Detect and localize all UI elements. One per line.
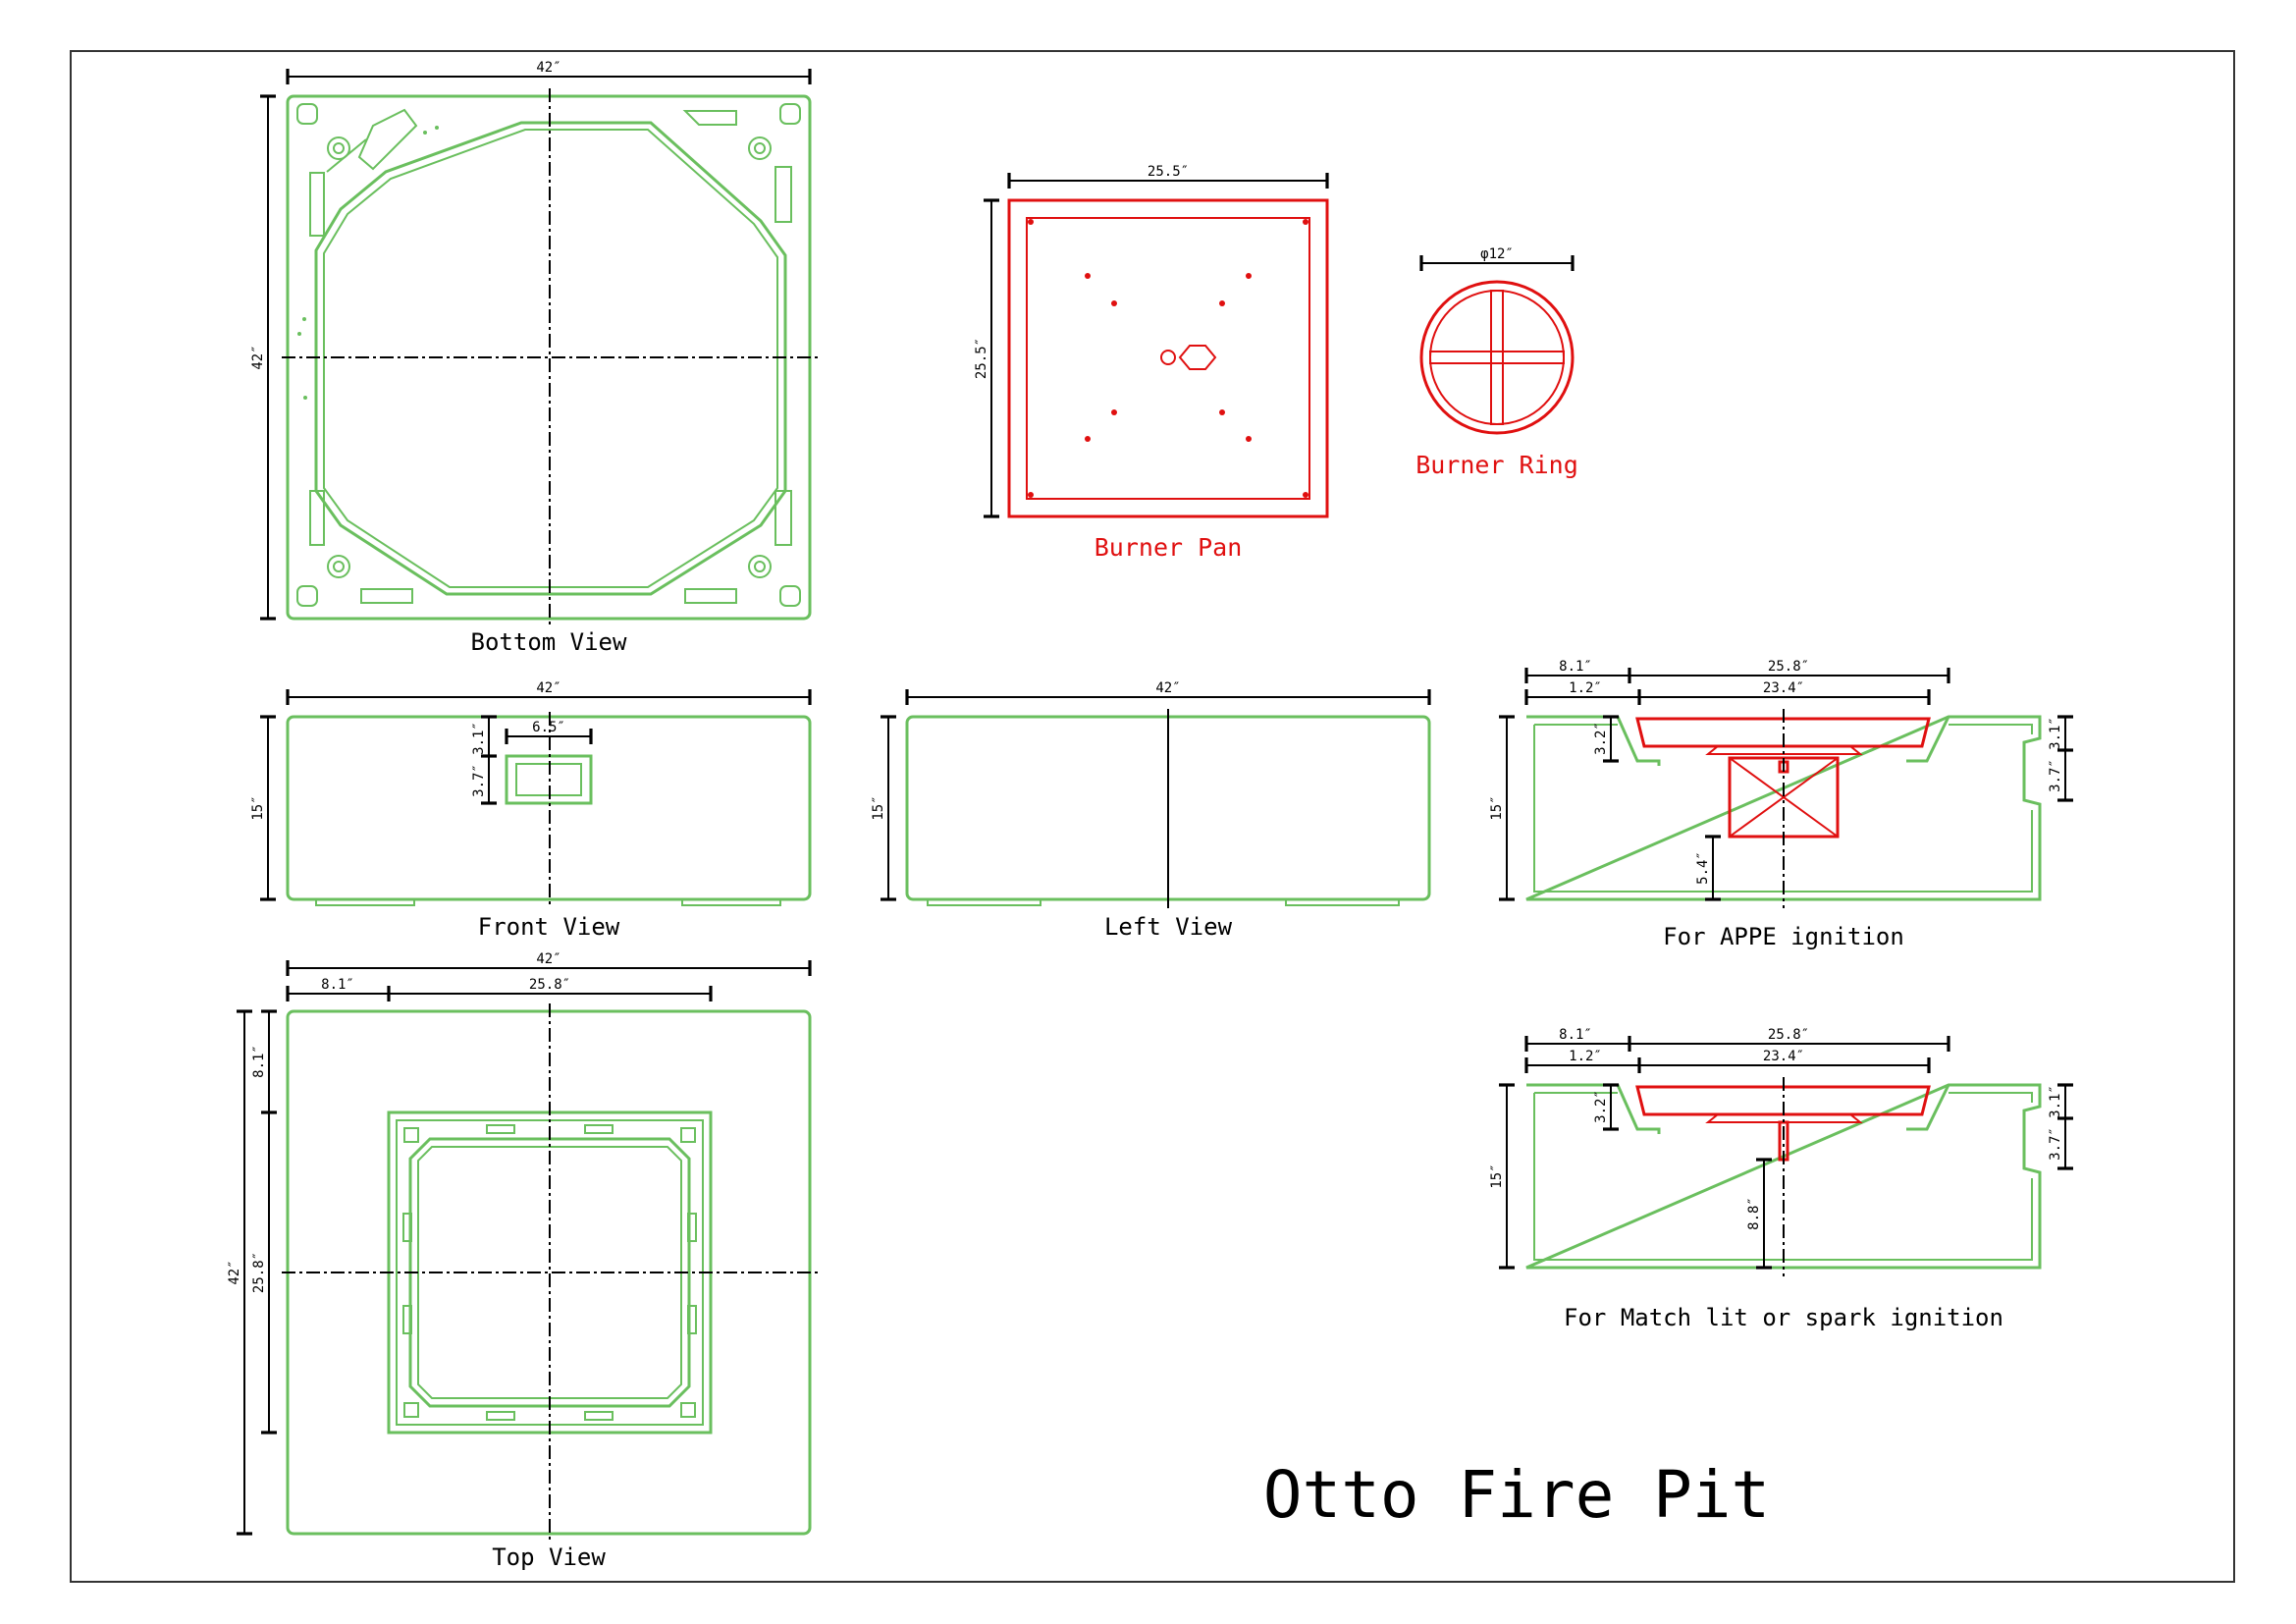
bottom-width-dim: 42″ — [536, 60, 561, 76]
pan-width-dim: 25.5″ — [1148, 164, 1189, 180]
front-view-label: Front View — [478, 913, 620, 941]
top-edge-v-dim: 8.1″ — [251, 1045, 267, 1078]
appe-valve-dim: 5.4″ — [1695, 851, 1711, 885]
match-pan-dim: 23.4″ — [1763, 1049, 1804, 1064]
top-edge-h-dim: 8.1″ — [321, 977, 354, 993]
sheet-border — [70, 50, 2235, 1583]
appe-pan-dim: 23.4″ — [1763, 680, 1804, 696]
bottom-height-dim: 42″ — [250, 345, 266, 369]
top-opening-h-dim: 25.8″ — [529, 977, 570, 993]
match-label: For Match lit or spark ignition — [1564, 1304, 2003, 1331]
top-view-label: Top View — [492, 1543, 606, 1571]
appe-label: For APPE ignition — [1663, 923, 1904, 950]
match-lip-dim: 1.2″ — [1569, 1049, 1602, 1064]
burner-pan-label: Burner Pan — [1095, 533, 1243, 562]
burner-pan: 25.5″ 25.5″ Burner Pan — [974, 164, 1329, 562]
burner-ring-label: Burner Ring — [1415, 451, 1578, 479]
match-edge-dim: 8.1″ — [1559, 1027, 1592, 1043]
front-height-dim: 15″ — [250, 795, 266, 820]
front-opening-width-dim: 6.5″ — [532, 720, 565, 735]
appe-depth-dim: 3.2″ — [1593, 722, 1609, 755]
left-view: 42″ 15″ Left View — [871, 680, 1431, 941]
burner-ring: φ12″ Burner Ring — [1415, 246, 1578, 479]
left-view-label: Left View — [1104, 913, 1233, 941]
top-opening-v-dim: 25.8″ — [251, 1252, 267, 1293]
match-opening-dim: 25.8″ — [1768, 1027, 1809, 1043]
bottom-view-label: Bottom View — [471, 628, 627, 656]
match-height-dim: 15″ — [1489, 1164, 1505, 1188]
appe-section: 8.1″ 25.8″ 1.2″ 23.4″ 15″ 3.2″ 5.4″ 3.1″… — [1489, 659, 2073, 950]
appe-side-hole-dim: 3.7″ — [2048, 759, 2063, 792]
match-section: 8.1″ 25.8″ 1.2″ 23.4″ 15″ 3.2″ 8.8″ 3.1″… — [1489, 1027, 2073, 1331]
match-valve-dim: 8.8″ — [1746, 1197, 1762, 1230]
match-side-hole-dim: 3.7″ — [2048, 1127, 2063, 1161]
top-width-dim: 42″ — [536, 951, 561, 967]
front-opening-top-dim: 3.1″ — [471, 722, 487, 755]
left-width-dim: 42″ — [1155, 680, 1180, 696]
bottom-view: 42″ 42″ Bottom View — [250, 60, 818, 656]
appe-lip-dim: 1.2″ — [1569, 680, 1602, 696]
match-side-top-dim: 3.1″ — [2048, 1085, 2063, 1118]
appe-side-top-dim: 3.1″ — [2048, 717, 2063, 750]
ring-diameter-dim: φ12″ — [1480, 246, 1514, 262]
front-view: 42″ 15″ 6.5″ 3.1″ 3.7″ Front View — [250, 680, 812, 941]
match-depth-dim: 3.2″ — [1593, 1090, 1609, 1123]
left-height-dim: 15″ — [871, 795, 886, 820]
appe-height-dim: 15″ — [1489, 795, 1505, 820]
front-opening-height-dim: 3.7″ — [471, 764, 487, 797]
drawing-title: Otto Fire Pit — [1263, 1457, 1771, 1533]
pan-height-dim: 25.5″ — [974, 338, 989, 379]
front-width-dim: 42″ — [536, 680, 561, 696]
top-height-dim: 42″ — [227, 1260, 242, 1284]
appe-opening-dim: 25.8″ — [1768, 659, 1809, 675]
top-view: 42″ 8.1″ 25.8″ 42″ 8.1″ 25.8″ Top View — [227, 951, 818, 1571]
appe-edge-dim: 8.1″ — [1559, 659, 1592, 675]
